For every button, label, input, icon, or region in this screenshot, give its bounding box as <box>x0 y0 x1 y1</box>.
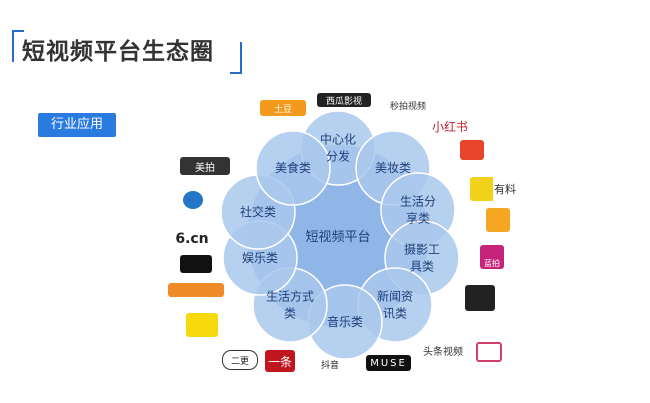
center-label: 短视频平台 <box>305 230 370 245</box>
petal-label: 美妆类 <box>375 161 411 175</box>
logo-lanpai: 蓝拍 <box>480 245 504 269</box>
logo-6cn: 6.cn <box>175 231 209 247</box>
logo-yitiao: 一条 <box>265 350 295 372</box>
petal-label: 享类 <box>406 211 430 226</box>
logo-youliao: 有料 <box>470 177 516 201</box>
logo-meipai: 美拍 <box>180 157 230 175</box>
petal-label: 娱乐类 <box>242 251 278 265</box>
logo-fenghuang <box>436 322 488 336</box>
logo-camera <box>186 313 218 337</box>
petal-label: 具类 <box>410 260 434 274</box>
petal-label: 生活方式 <box>266 289 314 304</box>
logo-xigua: 西瓜影视 <box>317 93 371 107</box>
logo-douyin: 抖音 <box>320 360 339 371</box>
petal-label: 美食类 <box>275 160 311 175</box>
logo-chat <box>183 191 203 209</box>
bracket-left <box>12 30 24 62</box>
logo-kuaishou <box>460 140 484 160</box>
logo-tudou: 土豆 <box>260 100 306 116</box>
petal-label: 音乐类 <box>327 314 363 329</box>
petal-label: 中心化 <box>320 132 356 147</box>
petal-label: 社交类 <box>240 204 276 219</box>
petal-label: 讯类 <box>383 307 407 321</box>
petal-circle <box>255 130 331 206</box>
logo-miaopai: 秒拍视频 <box>389 101 426 112</box>
logo-xiaohongshu: 小红书 <box>431 119 468 134</box>
logo-stripes <box>465 285 495 311</box>
petal-label: 生活分 <box>400 195 436 209</box>
logo-app-orange <box>486 208 510 232</box>
logo-ergeng: 二更 <box>222 350 258 370</box>
logo-video-pink <box>476 342 502 362</box>
logo-muse: MUSE <box>366 355 411 371</box>
petal-label: 类 <box>284 307 296 321</box>
petal-label: 新闻资 <box>377 289 413 304</box>
logo-orange-bar <box>168 283 224 297</box>
logo-toutiao: 头条视频 <box>423 346 463 358</box>
petal-label: 分发 <box>326 149 350 164</box>
page-title: 短视频平台生态圈 <box>22 39 214 65</box>
petal-label: 摄影工 <box>404 242 440 257</box>
industry-tag: 行业应用 <box>38 113 116 137</box>
bracket-right <box>230 42 242 74</box>
logo-face <box>180 255 212 273</box>
